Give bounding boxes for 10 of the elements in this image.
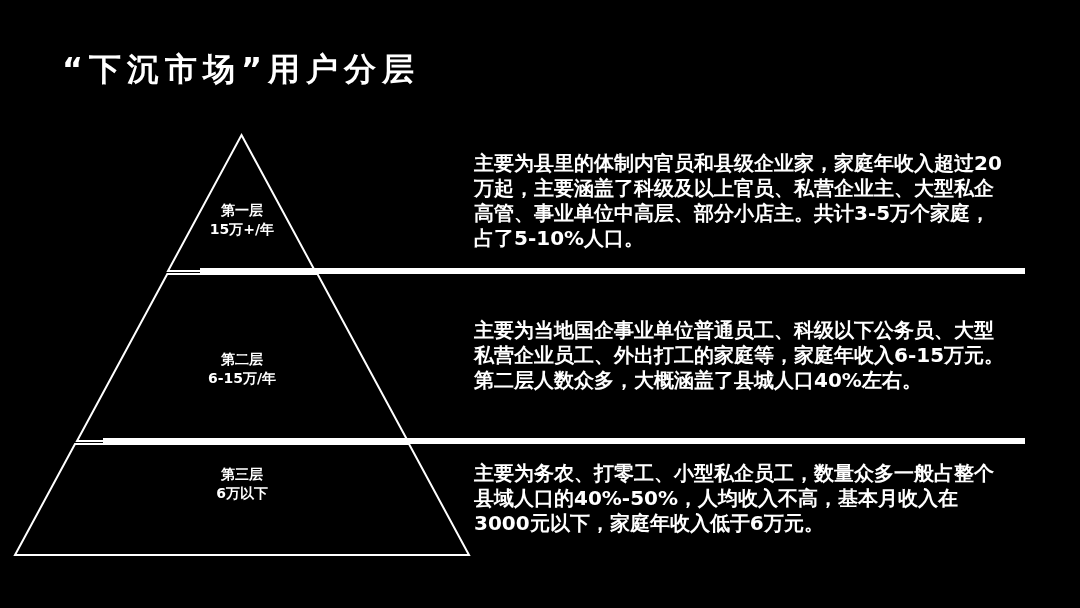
tier-description: 主要为当地国企事业单位普通员工、科级以下公务员、大型私营企业员工、外出打工的家庭等，家庭年收入6-15万元。第二层人数众多，大概涵盖了县城人口40%左右。 — [474, 318, 1006, 393]
slide-title: “下沉市场”用户分层 — [62, 49, 421, 90]
tier-name: 第三层 — [221, 465, 263, 484]
tier-name: 第一层 — [221, 201, 263, 220]
tier-description: 主要为务农、打零工、小型私企员工，数量众多一般占整个县域人口的40%-50%，人均收入不高，基本月收入在3000元以下，家庭年收入低于6万元。 — [474, 461, 995, 536]
income-range: 6-15万/年 — [207, 369, 277, 388]
tier-description: 主要为县里的体制内官员和县级企业家，家庭年收入超过20万起，主要涵盖了科级及以上官员、私营企业主、大型私企高管、事业单位中高层、部分小店主。共计3-5万个家庭，占了5-10%人口。 — [474, 151, 1003, 251]
income-range: 15万+/年 — [209, 220, 275, 239]
tier-name: 第二层 — [221, 350, 263, 369]
income-range: 6万以下 — [216, 484, 268, 503]
